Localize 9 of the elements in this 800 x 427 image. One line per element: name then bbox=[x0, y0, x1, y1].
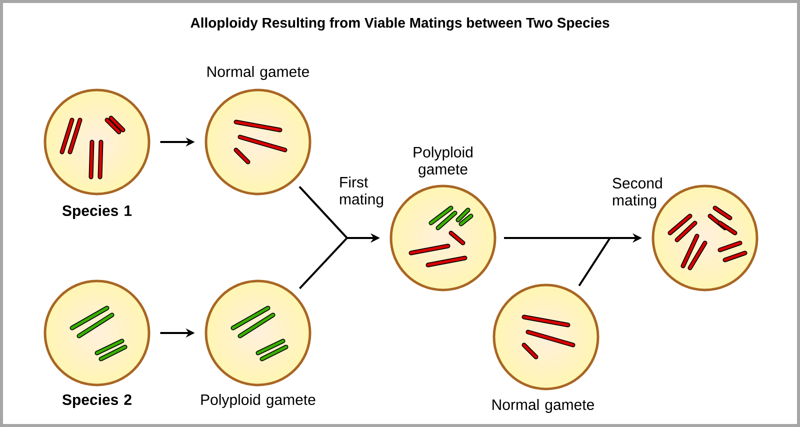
edge-label: First mating bbox=[340, 176, 384, 208]
cell-label: Species 2 bbox=[62, 394, 132, 408]
title: Alloploidy Resulting from Viable Matings between Two Species bbox=[190, 17, 610, 31]
cell-label: Normal gamete bbox=[492, 399, 594, 413]
cell-label: Polyploid gamete bbox=[414, 146, 472, 178]
edge-label: Second mating bbox=[612, 178, 662, 208]
cell-label: Normal gamete bbox=[208, 66, 309, 80]
cell-label: Species 1 bbox=[62, 205, 132, 219]
cell-label: Polyploid gamete bbox=[201, 394, 316, 408]
